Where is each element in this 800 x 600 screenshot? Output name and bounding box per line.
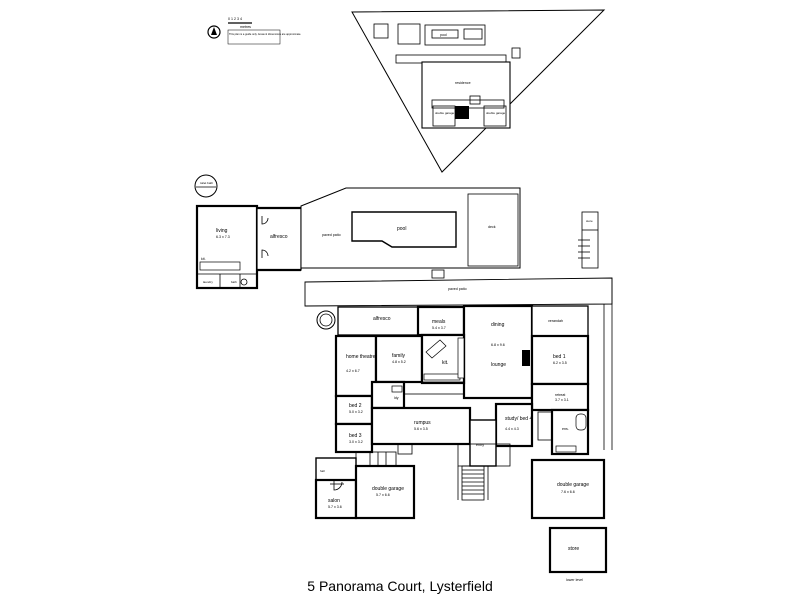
svg-text:5.4 x 3.7: 5.4 x 3.7 <box>432 326 446 330</box>
svg-text:paved patio: paved patio <box>448 287 467 291</box>
svg-text:deck: deck <box>488 225 496 229</box>
room-hall: hall <box>320 469 325 473</box>
svg-text:bed 2: bed 2 <box>349 403 362 409</box>
svg-text:bed 3: bed 3 <box>349 433 362 439</box>
room-double-garage-left <box>354 464 416 520</box>
svg-text:3.0 x 3.2: 3.0 x 3.2 <box>349 440 363 444</box>
room-toilet-bath: toilet bath <box>200 181 213 185</box>
front-stairs <box>457 465 489 501</box>
svg-text:lounge: lounge <box>491 362 506 368</box>
room-bed2 <box>334 394 374 426</box>
svg-text:meals: meals <box>432 319 446 325</box>
legend: 0 1 2 3 4 metres This plan is a guide on… <box>207 17 301 45</box>
svg-text:6.2 x 3.5: 6.2 x 3.5 <box>553 361 567 365</box>
svg-text:4.2 x 6.7: 4.2 x 6.7 <box>346 369 360 373</box>
room-salon <box>314 478 358 520</box>
svg-text:5.0 x 3.2: 5.0 x 3.2 <box>349 410 363 414</box>
svg-text:kit.: kit. <box>442 360 448 366</box>
svg-text:double garage: double garage <box>557 482 589 488</box>
scale-unit: metres <box>240 25 251 29</box>
room-laundry-main: ldy <box>394 396 399 400</box>
paved-patio-main <box>304 277 613 307</box>
room-double-garage-right <box>530 458 606 520</box>
room-alfresco-out <box>256 207 302 271</box>
svg-text:entry: entry <box>476 443 484 447</box>
room-family <box>374 334 424 384</box>
room-study-bed4 <box>494 402 534 448</box>
svg-text:living: living <box>216 228 228 234</box>
svg-text:salon: salon <box>328 498 340 504</box>
svg-text:store: store <box>568 546 579 552</box>
svg-text:study/ bed 4: study/ bed 4 <box>505 416 532 422</box>
site-pool <box>431 29 459 39</box>
svg-text:store: store <box>586 219 593 223</box>
room-entry <box>469 419 497 467</box>
svg-text:retreat: retreat <box>555 393 565 397</box>
disclaimer-note: This plan is a guide only. Areas & dimen… <box>229 32 301 36</box>
room-dining-lounge <box>462 304 534 400</box>
svg-text:5.7 x 3.6: 5.7 x 3.6 <box>328 505 342 509</box>
room-verandah <box>531 305 589 337</box>
room-bath-out: bath <box>231 280 237 284</box>
room-bed3 <box>334 422 374 454</box>
svg-text:family: family <box>392 353 406 359</box>
svg-text:double garage: double garage <box>372 486 404 492</box>
room-bed1 <box>530 334 590 386</box>
svg-text:residence: residence <box>455 81 471 85</box>
svg-text:home theatre: home theatre <box>346 354 376 360</box>
room-laundry: laundry <box>203 280 213 284</box>
svg-text:paved patio: paved patio <box>322 233 341 237</box>
svg-text:dining: dining <box>491 322 505 328</box>
svg-text:double garage: double garage <box>435 111 455 115</box>
svg-text:7.6 x 6.6: 7.6 x 6.6 <box>561 490 575 494</box>
svg-text:3.7 x 3.1: 3.7 x 3.1 <box>555 398 569 402</box>
pool-out <box>351 211 457 248</box>
room-store <box>548 526 608 574</box>
svg-text:bed 1: bed 1 <box>553 354 566 360</box>
svg-text:5.6 x 3.5: 5.6 x 3.5 <box>414 427 428 431</box>
deck-out <box>467 193 519 267</box>
scale-numbers: 0 1 2 3 4 <box>228 17 242 21</box>
property-caption: 5 Panorama Court, Lysterfield <box>307 578 493 594</box>
svg-text:6.8 x 9.6: 6.8 x 9.6 <box>491 343 505 347</box>
svg-text:rumpus: rumpus <box>414 420 431 426</box>
room-home-theatre <box>334 334 378 398</box>
room-kit-out: kit. <box>201 257 206 261</box>
svg-text:ens.: ens. <box>562 427 569 431</box>
svg-text:alfresco: alfresco <box>270 234 288 240</box>
svg-text:4.4 x 4.3: 4.4 x 4.3 <box>505 427 519 431</box>
svg-text:pool: pool <box>440 33 447 37</box>
svg-text:pool: pool <box>397 226 406 232</box>
outbuilding: toilet bath living 6.3 x 7.3 kit. laundr… <box>194 174 599 290</box>
room-rumpus <box>370 406 472 446</box>
svg-text:verandah: verandah <box>548 319 563 323</box>
svg-text:double garage: double garage <box>486 111 506 115</box>
svg-text:6.3 x 7.3: 6.3 x 7.3 <box>216 235 230 239</box>
room-retreat <box>530 382 590 412</box>
svg-text:5.7 x 6.6: 5.7 x 6.6 <box>376 493 390 497</box>
lower-level-label: lower level <box>566 578 583 582</box>
site-plan: pool residence double garage double gara… <box>351 9 606 173</box>
svg-text:alfresco: alfresco <box>373 316 391 322</box>
room-living <box>195 204 259 290</box>
main-house: paved patio alfresco meals 5.4 x 3.7 din… <box>304 277 613 582</box>
svg-text:4.8 x 5.2: 4.8 x 5.2 <box>392 360 406 364</box>
